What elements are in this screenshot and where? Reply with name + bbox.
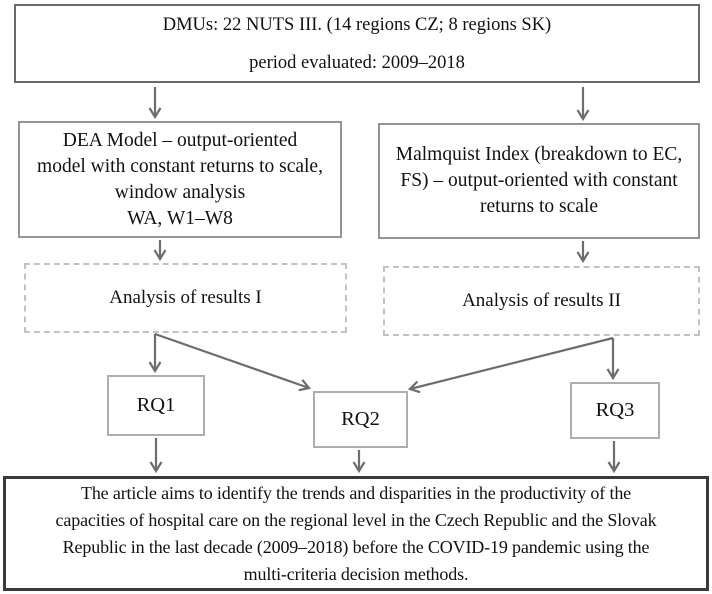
analysis-results-1-label: Analysis of results I: [109, 287, 262, 308]
analysis-results-1-box: Analysis of results I: [24, 263, 347, 333]
rq3-label: RQ3: [595, 399, 635, 421]
dea-line-3: window analysis: [114, 181, 246, 203]
malmquist-line-2: FS) – output-oriented with constant: [400, 170, 678, 191]
aim-line-3: Republic in the last decade (2009–2018) …: [62, 536, 650, 557]
dmus-line-2: period evaluated: 2009–2018: [249, 52, 465, 73]
dea-line-4: WA, W1–W8: [127, 207, 233, 229]
aim-line-4: multi-criteria decision methods.: [243, 563, 469, 584]
rq3-box: RQ3: [570, 382, 660, 439]
dmus-box: DMUs: 22 NUTS III. (14 regions CZ; 8 reg…: [14, 4, 700, 83]
rq2-box: RQ2: [313, 391, 408, 448]
dea-line-1: DEA Model – output-oriented: [62, 129, 298, 151]
malmquist-line-1: Malmquist Index (breakdown to EC,: [395, 144, 683, 165]
aim-line-1: The article aims to identify the trends …: [80, 482, 632, 503]
rq1-box: RQ1: [107, 375, 205, 436]
malmquist-index-box: Malmquist Index (breakdown to EC, FS) – …: [378, 123, 700, 239]
analysis-results-2-box: Analysis of results II: [383, 266, 700, 336]
analysis-results-2-label: Analysis of results II: [462, 290, 621, 311]
aim-line-2: capacities of hospital care on the regio…: [55, 509, 657, 530]
rq1-label: RQ1: [136, 394, 176, 416]
dea-line-2: model with constant returns to scale,: [37, 155, 323, 177]
dea-model-box: DEA Model – output-oriented model with c…: [18, 121, 342, 238]
rq2-label: RQ2: [341, 408, 380, 430]
malmquist-line-3: returns to scale: [479, 196, 599, 217]
article-aim-box: The article aims to identify the trends …: [3, 476, 709, 591]
dmus-line-1: DMUs: 22 NUTS III. (14 regions CZ; 8 reg…: [162, 14, 552, 35]
